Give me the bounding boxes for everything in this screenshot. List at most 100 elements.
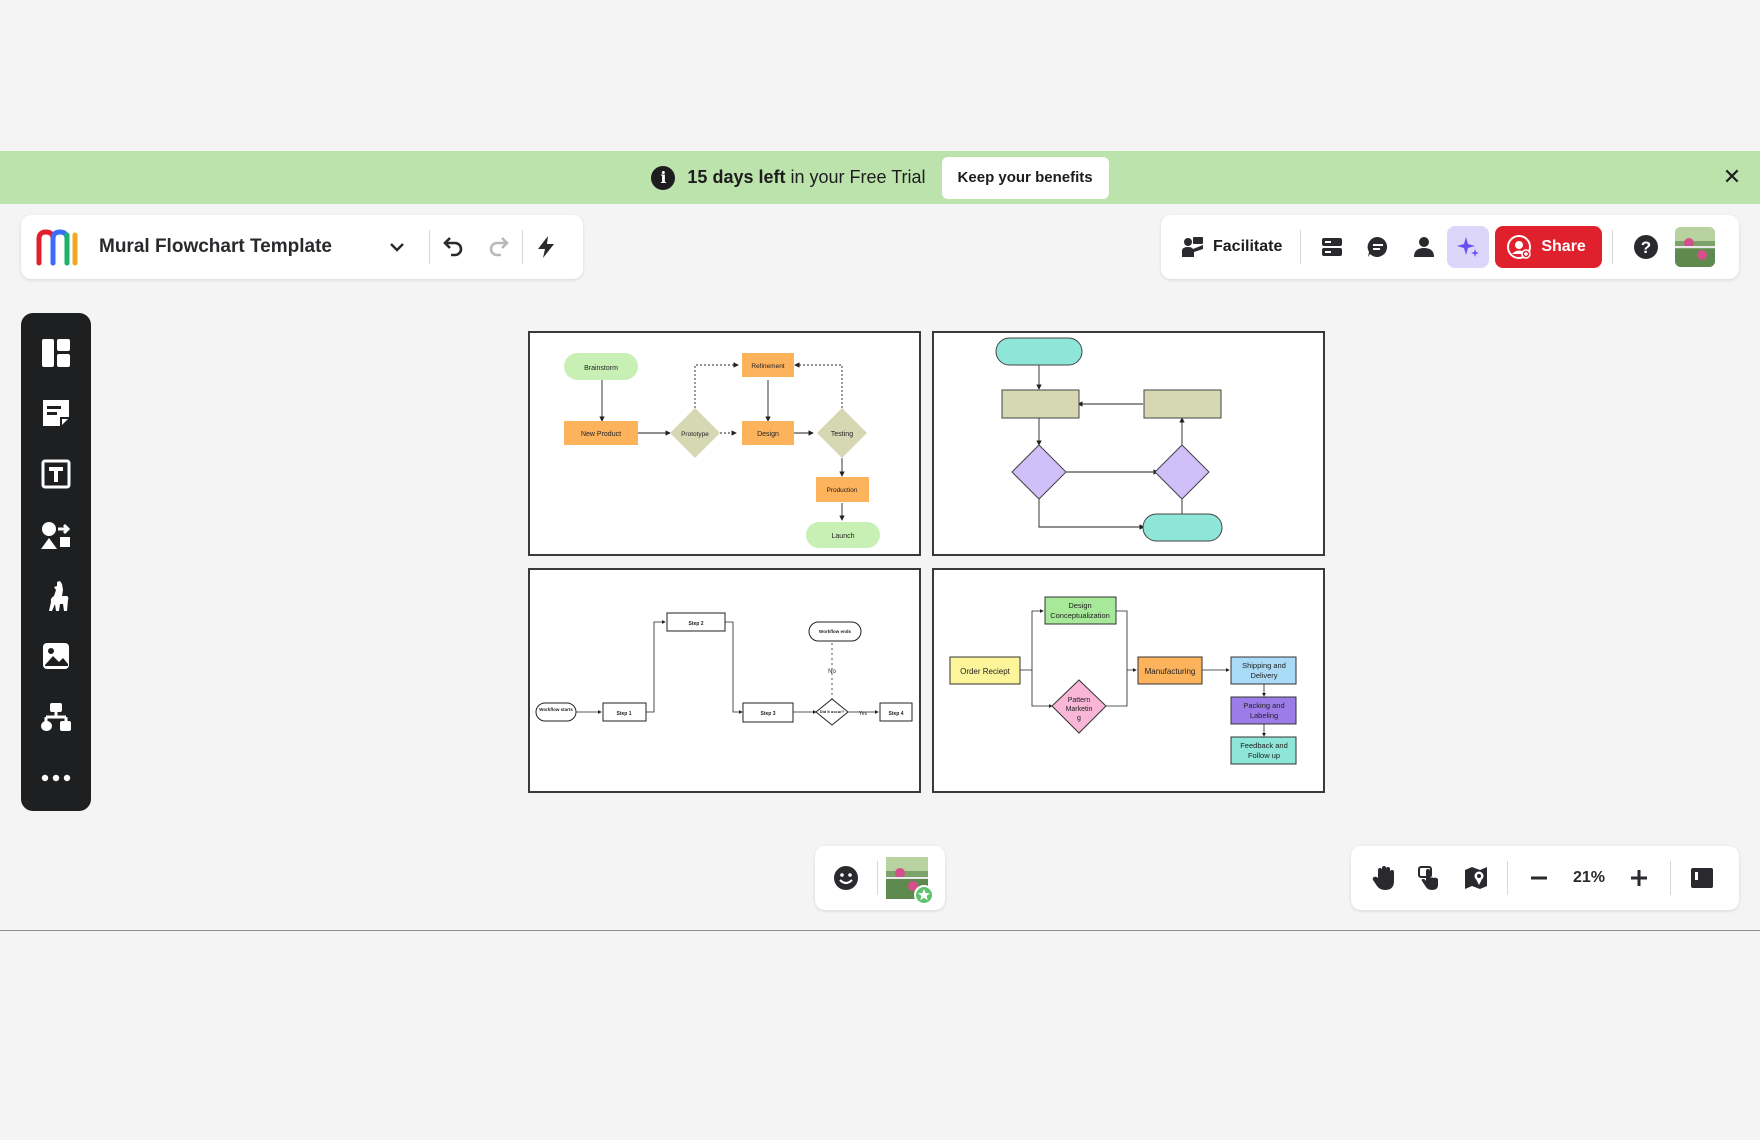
llama-icon[interactable] (28, 568, 84, 623)
node-packing[interactable]: Packing and Labeling (1230, 696, 1297, 725)
facilitate-icon (1182, 237, 1203, 257)
user-icon[interactable] (1401, 224, 1447, 270)
more-icon[interactable] (28, 750, 84, 805)
trial-message: 15 days left in your Free Trial (687, 167, 925, 188)
outline-icon[interactable] (1309, 224, 1355, 270)
mural-logo-icon[interactable] (35, 227, 81, 267)
node-order-receipt[interactable]: Order Reciept (949, 656, 1021, 685)
node-new-product[interactable]: New Product (564, 421, 638, 445)
node-label: Order Reciept (960, 667, 1011, 676)
divider (877, 861, 878, 895)
wf-step-1[interactable]: Step 1 (602, 702, 647, 722)
mural-canvas[interactable]: Brainstorm New Product Prototype Design … (0, 300, 1760, 820)
reactions-bar (815, 846, 945, 910)
avatar[interactable] (1674, 227, 1715, 267)
trial-text: in your Free Trial (790, 167, 926, 187)
node-label: Prototype (681, 431, 709, 438)
node-label-2: Follow up (1248, 751, 1280, 760)
help-icon[interactable]: ? (1623, 224, 1669, 270)
node-label: New Product (581, 431, 621, 438)
node-process-1[interactable] (1001, 389, 1080, 419)
touch-icon[interactable] (1407, 855, 1453, 901)
node-decision-1[interactable] (1011, 444, 1067, 500)
wf-decision[interactable]: Did it occur? (815, 698, 849, 726)
keep-benefits-button[interactable]: Keep your benefits (941, 156, 1109, 199)
node-label: Did it occur? (820, 709, 845, 714)
node-feedback[interactable]: Feedback and Follow up (1230, 736, 1297, 765)
node-label-2: Labeling (1250, 711, 1278, 720)
templates-icon[interactable] (28, 325, 84, 380)
divider (1611, 230, 1613, 264)
close-icon[interactable]: ✕ (1722, 164, 1742, 189)
navigation-bar: 21% (1351, 846, 1739, 910)
avatar-facilitator[interactable] (886, 857, 934, 905)
divider (1300, 230, 1302, 264)
smile-icon[interactable] (823, 855, 869, 901)
comment-icon[interactable] (1355, 224, 1401, 270)
star-badge-icon (914, 885, 934, 905)
wf-step-2[interactable]: Step 2 (666, 612, 726, 632)
node-testing[interactable]: Testing (817, 408, 867, 458)
node-label-1: Design (1068, 601, 1091, 610)
node-production[interactable]: Production (816, 477, 869, 502)
chevron-down-icon[interactable] (387, 237, 407, 257)
sticky-note-icon[interactable] (28, 386, 84, 441)
node-label: Refinement (751, 363, 784, 370)
diagram-icon[interactable] (28, 690, 84, 745)
node-manufacturing[interactable]: Manufacturing (1137, 656, 1203, 685)
node-design-concept[interactable]: Design Conceptualization (1044, 596, 1117, 625)
node-launch[interactable]: Launch (806, 522, 880, 548)
frame-workflow[interactable]: Workflow starts Step 1 Step 2 Step 3 Did… (528, 568, 921, 793)
frame-product-flow[interactable]: Brainstorm New Product Prototype Design … (528, 331, 921, 556)
wf-end[interactable]: Workflow ends (808, 621, 862, 642)
divider (522, 230, 523, 264)
svg-text:?: ? (1641, 238, 1651, 257)
undo-icon[interactable] (430, 224, 476, 270)
divider (1507, 861, 1508, 895)
minus-icon[interactable] (1516, 855, 1562, 901)
node-label-2: Conceptualization (1050, 611, 1110, 620)
shapes-icon[interactable] (28, 507, 84, 562)
node-label: Brainstorm (584, 365, 618, 372)
redo-icon[interactable] (476, 224, 522, 270)
zoom-level[interactable]: 21% (1572, 869, 1606, 886)
node-label: Workflow ends (819, 629, 851, 634)
node-label: Manufacturing (1145, 667, 1196, 676)
map-icon[interactable] (1453, 855, 1499, 901)
node-refinement[interactable]: Refinement (742, 353, 794, 377)
node-label-3: g (1077, 715, 1081, 722)
node-brainstorm[interactable]: Brainstorm (564, 353, 638, 380)
frame-production-process[interactable]: Order Reciept Design Conceptualization P… (932, 568, 1325, 793)
days-left-text: 15 days left (687, 167, 786, 187)
node-start[interactable] (995, 337, 1083, 366)
node-end[interactable] (1142, 513, 1223, 542)
trial-banner: i 15 days left in your Free Trial Keep y… (0, 151, 1760, 204)
node-decision-2[interactable] (1154, 444, 1210, 500)
lightning-icon[interactable] (523, 224, 569, 270)
plus-icon[interactable] (1616, 855, 1662, 901)
panel-icon[interactable] (1679, 855, 1725, 901)
wf-step-4[interactable]: Step 4 (879, 702, 913, 722)
divider (1670, 861, 1671, 895)
node-label: Step 1 (616, 711, 631, 717)
info-icon: i (651, 165, 676, 190)
tools-sidebar (21, 313, 91, 811)
facilitate-button[interactable]: Facilitate (1171, 224, 1292, 270)
node-design[interactable]: Design (742, 421, 794, 445)
node-label: Production (826, 487, 857, 494)
text-icon[interactable] (28, 447, 84, 502)
wf-start[interactable]: Workflow starts (535, 702, 577, 722)
share-button[interactable]: Share (1495, 226, 1602, 268)
mural-title[interactable]: Mural Flowchart Template (99, 236, 332, 257)
wf-step-3[interactable]: Step 3 (742, 702, 794, 723)
node-pattern-marketing[interactable]: Pattern Marketin g (1051, 679, 1107, 734)
node-process-2[interactable] (1143, 389, 1222, 419)
hand-icon[interactable] (1361, 855, 1407, 901)
divider (429, 230, 430, 264)
node-shipping[interactable]: Shipping and Delivery (1230, 656, 1297, 685)
node-prototype[interactable]: Prototype (670, 408, 720, 458)
image-icon[interactable] (28, 629, 84, 684)
node-label-1: Pattern (1068, 697, 1091, 704)
sparkle-icon[interactable] (1447, 226, 1490, 268)
frame-blank-flowchart[interactable] (932, 331, 1325, 556)
